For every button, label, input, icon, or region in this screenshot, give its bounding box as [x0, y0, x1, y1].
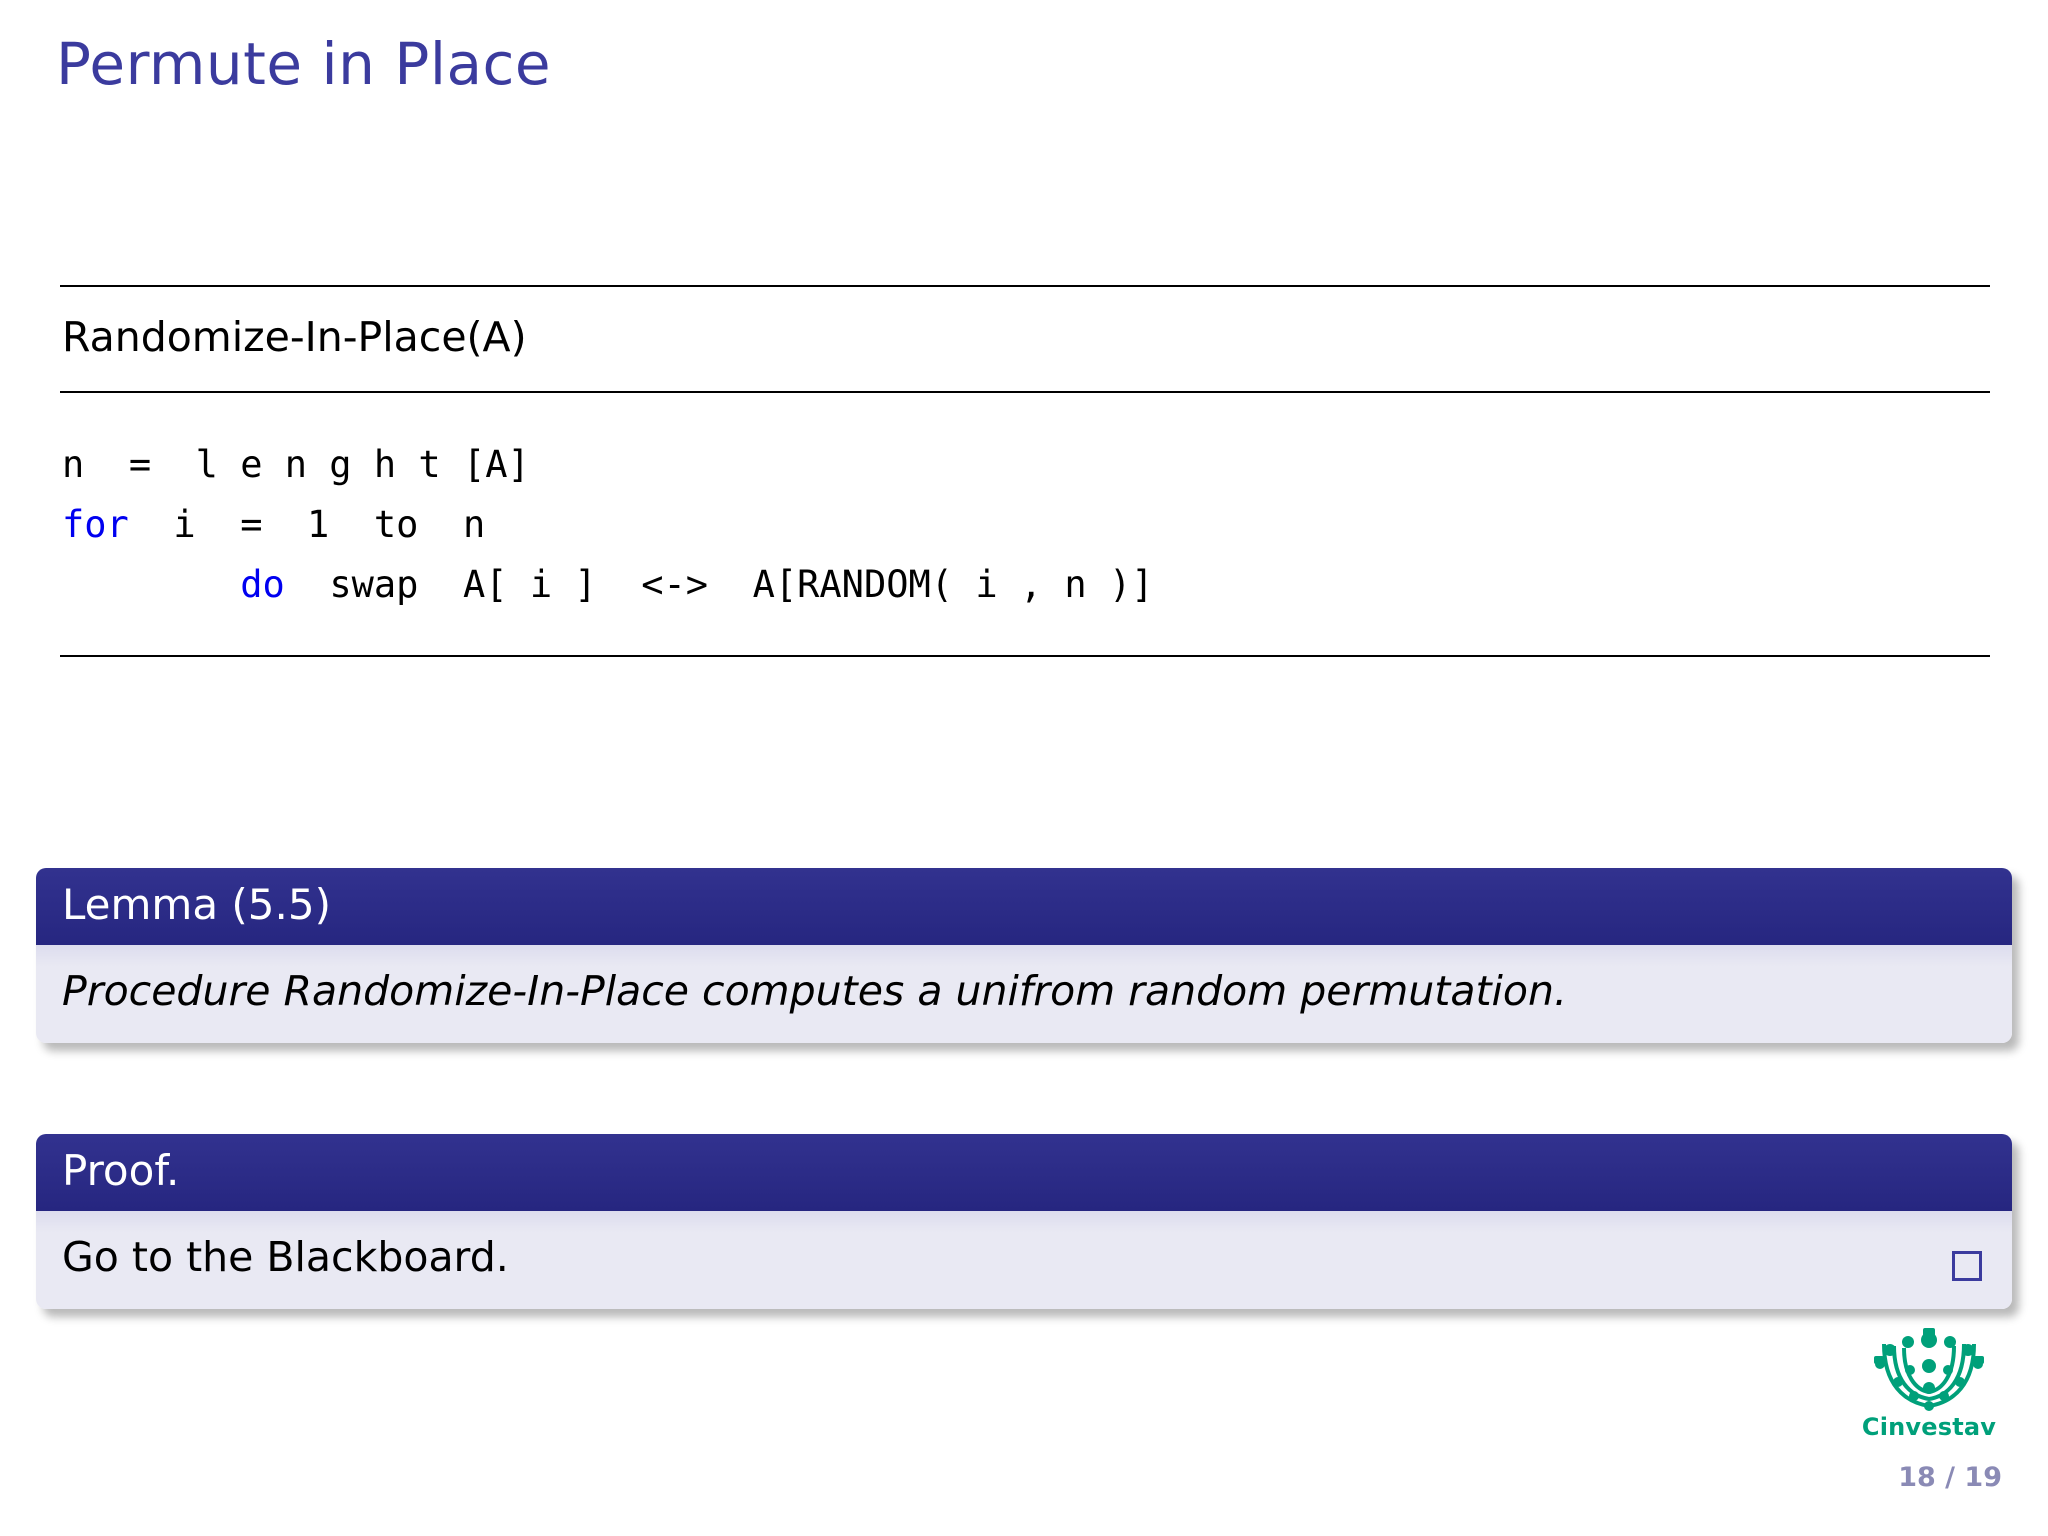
code-line-3: swap A[ i ] <-> A[RANDOM( i , n )] — [284, 562, 1154, 606]
algorithm-middle-rule — [60, 391, 1990, 393]
code-keyword-for: for — [62, 502, 129, 546]
qed-box-icon — [1952, 1251, 1982, 1281]
algorithm-block: Randomize-In-Place(A) n = l e n g h t [A… — [60, 285, 1990, 657]
proof-body-wrapper: Go to the Blackboard. — [36, 1211, 2012, 1309]
code-line-1: n = l e n g h t [A] — [62, 443, 530, 486]
code-keyword-do: do — [240, 562, 285, 606]
page-title: Permute in Place — [56, 30, 552, 98]
logo-text: Cinvestav — [1861, 1413, 1997, 1441]
algorithm-name: Randomize-In-Place(A) — [62, 313, 527, 361]
page-number: 18 / 19 — [1898, 1462, 2002, 1493]
lemma-heading: Lemma (5.5) — [36, 868, 2012, 945]
proof-body-text: Go to the Blackboard. — [62, 1233, 509, 1281]
lemma-block: Lemma (5.5) Procedure Randomize-In-Place… — [36, 868, 2012, 1043]
algorithm-code: n = l e n g h t [A] for i = 1 to n do sw… — [60, 393, 1990, 655]
cinvestav-emblem-icon — [1874, 1328, 1984, 1411]
algorithm-bottom-rule — [60, 654, 1990, 657]
algorithm-top-rule — [60, 285, 1990, 287]
lemma-body: Procedure Randomize-In-Place computes a … — [36, 945, 2012, 1043]
institution-logo: Cinvestav — [1854, 1326, 2004, 1441]
proof-block: Proof. Go to the Blackboard. — [36, 1134, 2012, 1309]
code-line-2: i = 1 to n — [128, 502, 486, 546]
proof-heading: Proof. — [36, 1134, 2012, 1211]
